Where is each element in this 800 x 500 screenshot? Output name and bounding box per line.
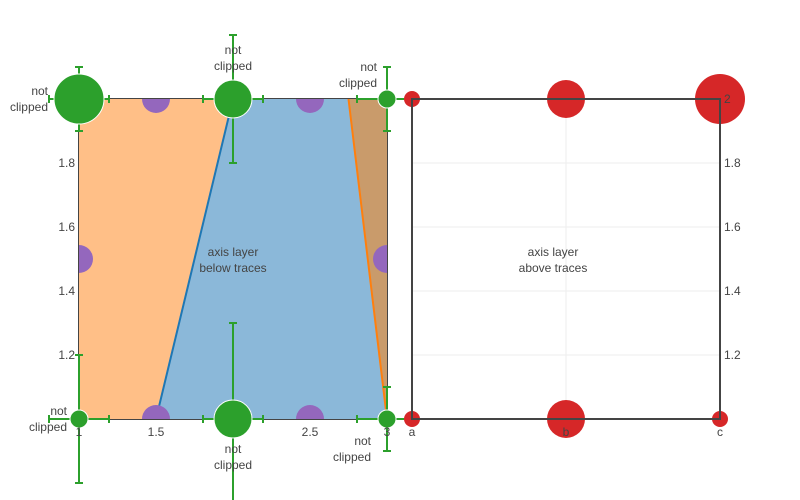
right-subplot: a b c 1.2 1.4 1.6 1.8 2 axis layer above traces [404,74,745,439]
trace-layer [79,99,387,419]
x-tick-label: 1 [76,425,83,439]
y-tick-label: 1.2 [724,348,741,362]
purple-marker [79,245,93,273]
green-marker [69,409,89,429]
area-fill-1 [79,99,233,419]
point-label-line: not [225,442,242,456]
point-label-line: clipped [214,458,252,472]
area-edge-line [155,99,234,419]
y-tick-label: 1.4 [58,284,75,298]
point-label-line: not [31,84,48,98]
purple-marker [142,99,170,113]
y-tick-label: 1.2 [58,348,75,362]
point-label-line: clipped [339,76,377,90]
x-tick-label: 2.5 [302,425,319,439]
y-tick-label: 1.6 [58,220,75,234]
axis-layer-annotation: axis layer above traces [519,245,588,275]
purple-marker [296,99,324,113]
purple-marker [373,245,387,273]
point-label: not clipped [10,84,49,114]
green-marker [213,399,253,439]
axis-frame [411,98,721,420]
point-label: not clipped [214,43,252,73]
green-trace [48,34,418,500]
green-marker [213,79,253,119]
x-tick-label: b [563,425,570,439]
point-label: not clipped [339,60,378,90]
green-marker [377,89,397,109]
y-tick-label: 1.4 [724,284,741,298]
point-label-line: clipped [214,59,252,73]
x-tick-label: a [409,425,416,439]
purple-marker [296,405,324,419]
x-tick-label: c [717,425,723,439]
green-marker [53,73,105,125]
purple-marker [142,405,170,419]
point-label-line: not [225,43,242,57]
y-tick-label: 2 [724,92,731,106]
green-marker [377,409,397,429]
annotation-line: axis layer [528,245,579,259]
point-label-line: clipped [10,100,48,114]
y-tick-label: 1.8 [58,156,75,170]
point-label-line: not [360,60,377,74]
point-label-line: clipped [29,420,67,434]
x-tick-label: 3 [384,425,391,439]
y-tick-label: 1.8 [724,156,741,170]
annotation-line: above traces [519,261,588,275]
y-tick-label: 1.6 [724,220,741,234]
axis-layer-annotation: axis layer below traces [199,245,266,275]
point-label-line: not [50,404,67,418]
point-label: not clipped [29,404,68,434]
point-label: not clipped [333,434,372,464]
point-label-line: clipped [333,450,371,464]
point-label-line: not [354,434,371,448]
left-subplot: 1 1.5 2.5 3 1.2 1.4 1.6 1.8 not clipped not clipped… [10,34,418,500]
annotation-line: axis layer [208,245,259,259]
area-edge-line [347,99,387,419]
annotation-line: below traces [199,261,266,275]
x-tick-label: 1.5 [148,425,165,439]
point-label: not clipped [214,442,252,472]
